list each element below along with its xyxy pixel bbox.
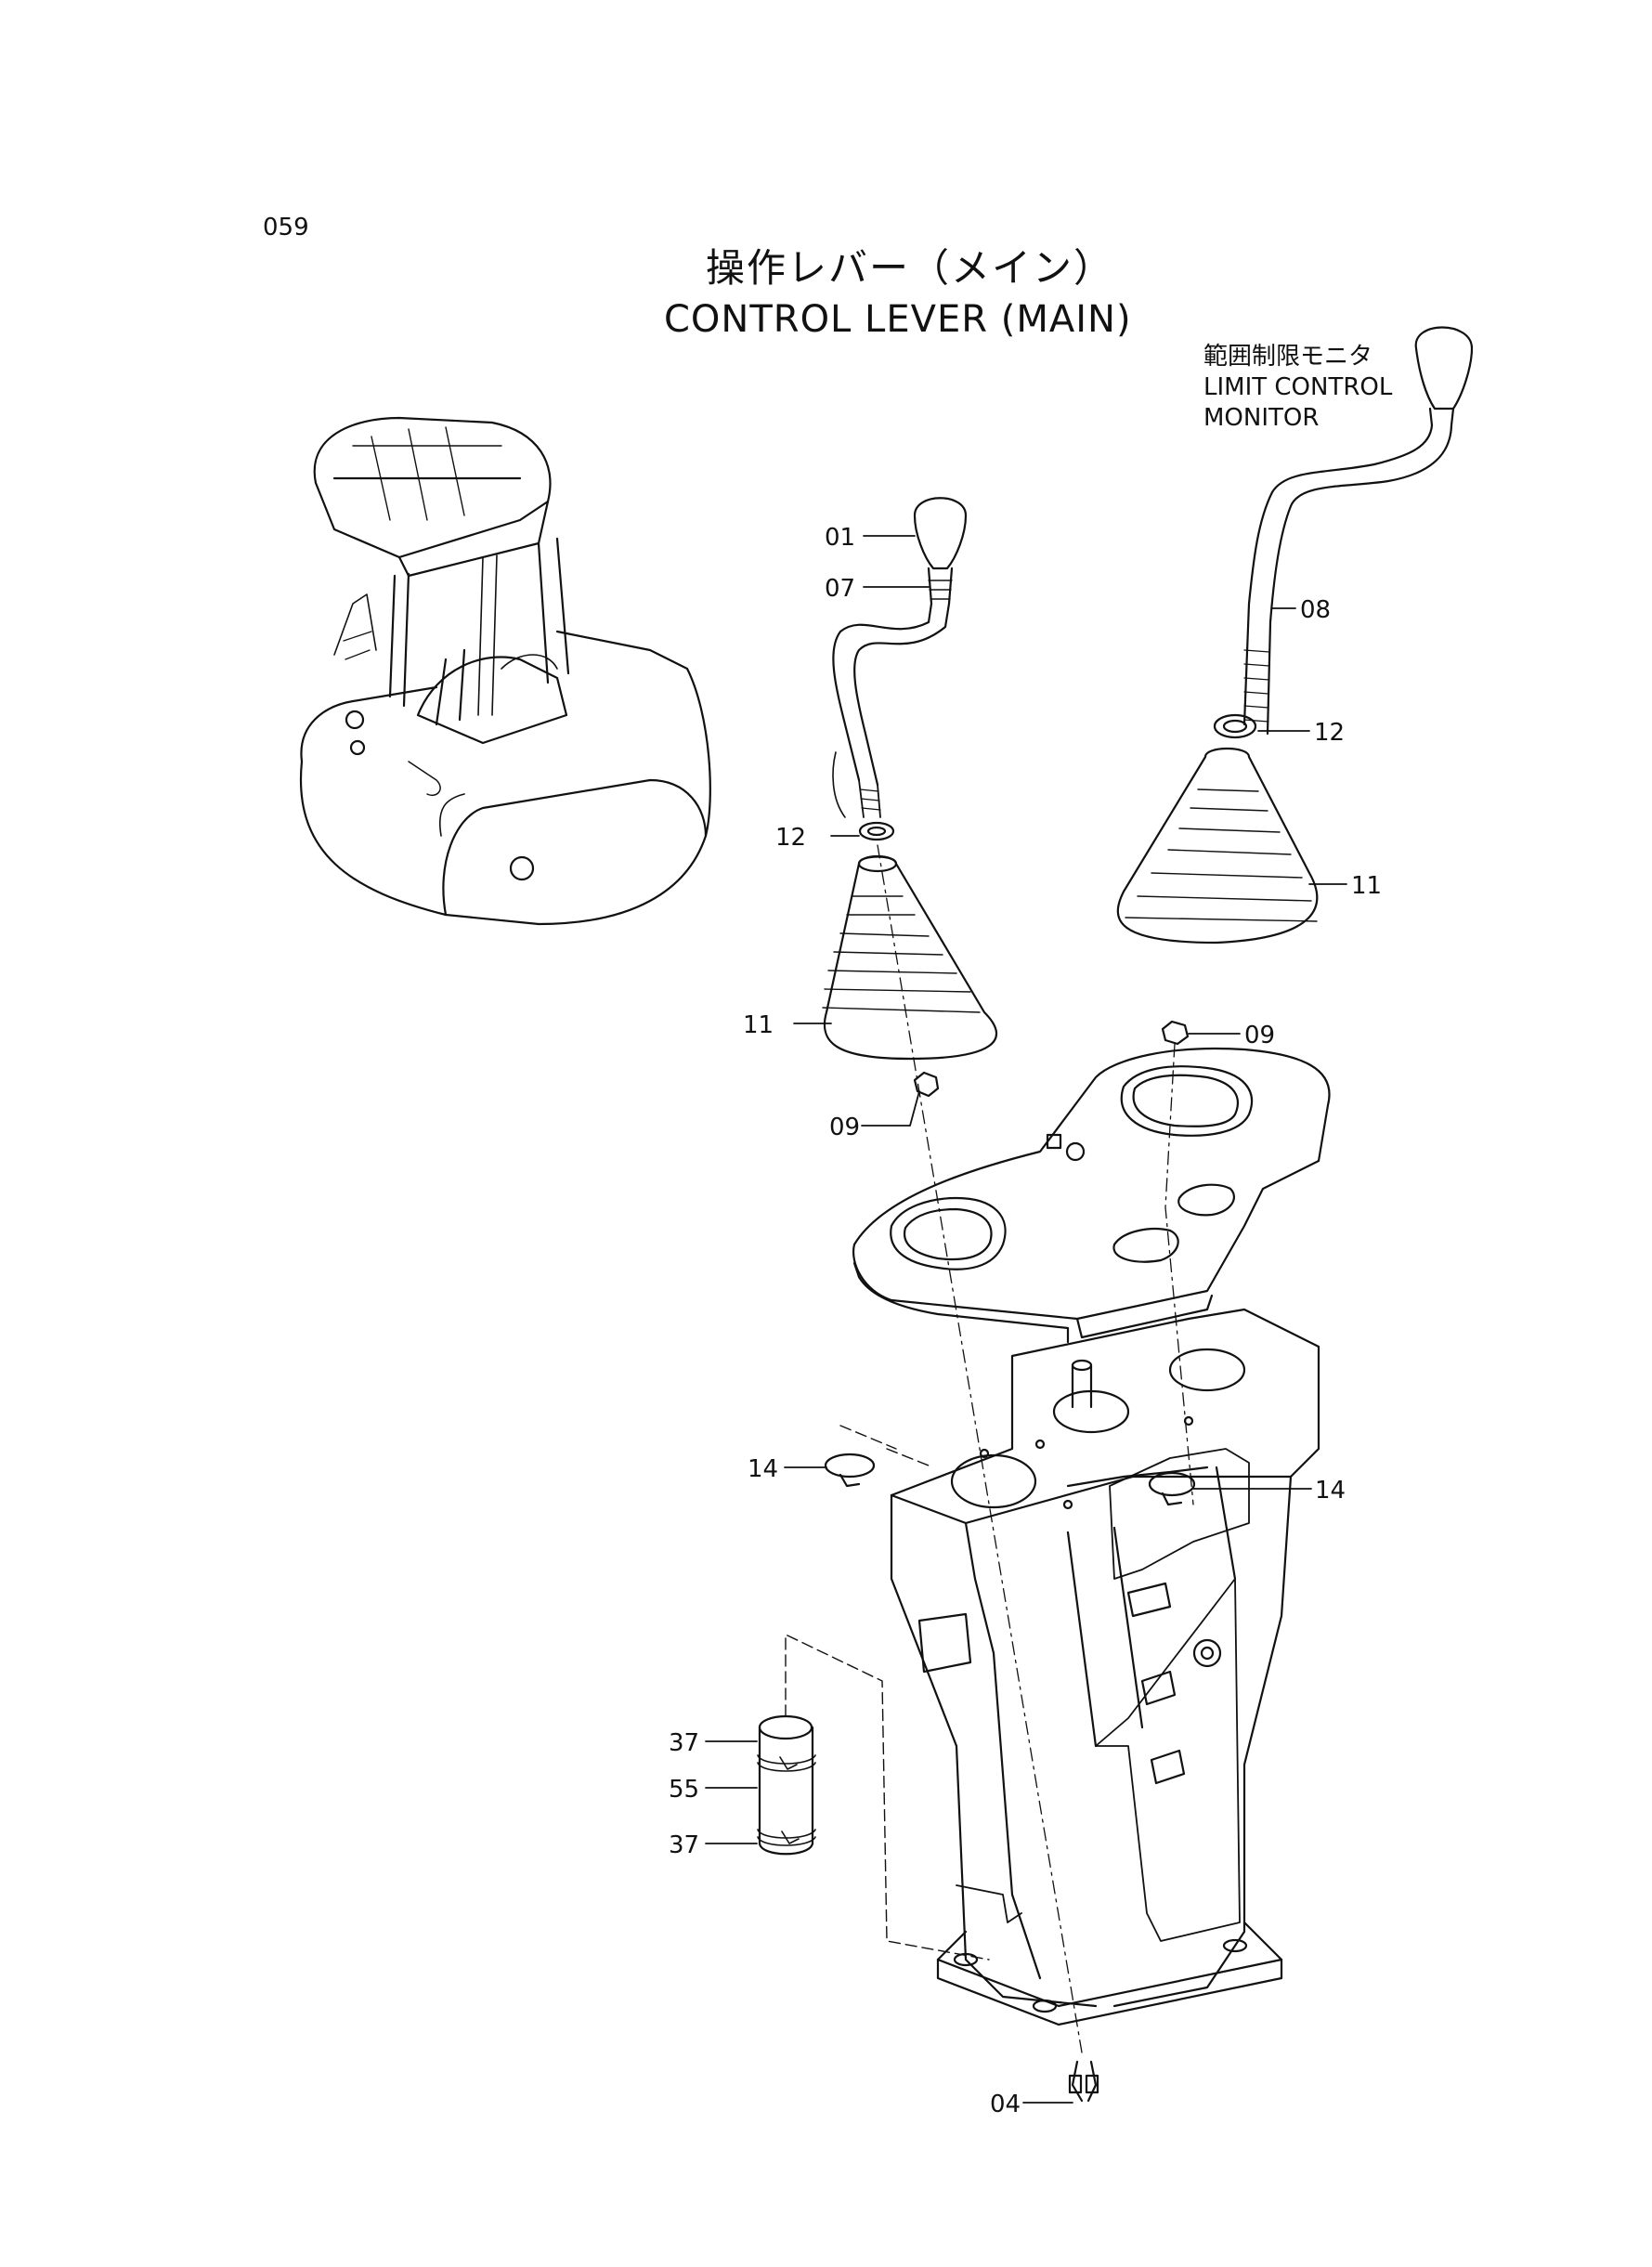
callout-07: 07	[825, 575, 855, 603]
connector	[1068, 2060, 1099, 2103]
callout-12-right: 12	[1314, 719, 1345, 747]
lever-stand-frame	[890, 1308, 1320, 2026]
right-control-lever	[1116, 326, 1474, 1505]
callout-09-left: 09	[829, 1114, 860, 1141]
callout-14-right: 14	[1315, 1477, 1346, 1505]
note-line-1: LIMIT CONTROL	[1203, 373, 1393, 401]
note-line-2: MONITOR	[1203, 404, 1320, 432]
callout-14-left: 14	[748, 1455, 778, 1483]
callout-04: 04	[990, 2091, 1021, 2118]
console-plate	[852, 1047, 1331, 1344]
title-english: CONTROL LEVER (MAIN)	[664, 298, 1132, 341]
title-japanese: 操作レバー（メイン）	[706, 245, 1115, 291]
hose-band-left	[824, 1425, 930, 1488]
callout-11-left: 11	[743, 1011, 774, 1039]
callout-55: 55	[669, 1776, 699, 1804]
callout-labels: 01 07 12 11 09 08 12 11 09 14 14 37 55 3…	[669, 524, 1382, 2118]
callout-09-right: 09	[1244, 1022, 1275, 1049]
callout-37-top: 37	[669, 1729, 699, 1757]
limit-control-monitor-note: 範囲制限モニタ LIMIT CONTROL MONITOR	[1203, 342, 1392, 434]
page-number: 059	[263, 214, 309, 241]
callout-11-right: 11	[1351, 872, 1382, 900]
callout-01: 01	[825, 524, 855, 552]
callout-37-bottom: 37	[669, 1831, 699, 1859]
callout-08: 08	[1300, 596, 1331, 624]
callout-leaders	[705, 535, 1347, 2104]
callout-12-left: 12	[775, 824, 806, 852]
left-control-lever	[822, 497, 1083, 2053]
hose-band-right	[1148, 1471, 1196, 1506]
hose-cover-assembly	[757, 1634, 990, 1961]
note-line-jp: 範囲制限モニタ	[1203, 343, 1373, 371]
machine-overview	[299, 416, 711, 926]
